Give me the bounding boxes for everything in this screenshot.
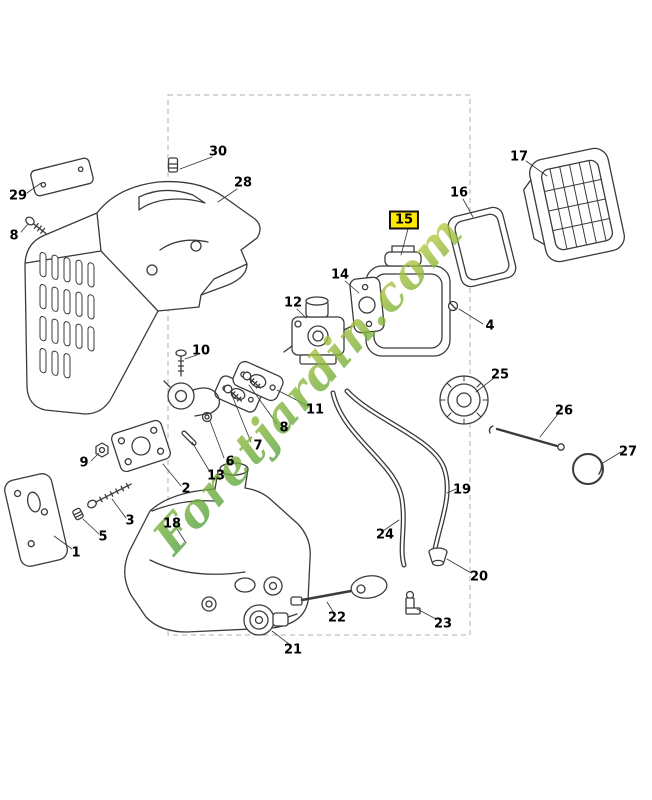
plug-5-drawing xyxy=(72,507,84,521)
ring-27-drawing xyxy=(572,453,604,485)
carburetor-drawing xyxy=(283,296,353,365)
part-label-6[interactable]: 6 xyxy=(225,454,235,470)
part-label-22[interactable]: 22 xyxy=(327,610,347,626)
fuel-cap-25-drawing xyxy=(439,375,489,425)
part-label-4[interactable]: 4 xyxy=(485,318,495,334)
grommet-20-drawing xyxy=(428,547,448,567)
fuel-hoses-drawing xyxy=(330,388,450,568)
stud-13-drawing xyxy=(181,430,197,446)
part-label-20[interactable]: 20 xyxy=(469,569,489,585)
part-label-24[interactable]: 24 xyxy=(375,527,395,543)
part-label-29[interactable]: 29 xyxy=(8,188,28,204)
part-label-21[interactable]: 21 xyxy=(283,642,303,658)
part-label-8b[interactable]: 8 xyxy=(279,420,289,436)
part-label-27[interactable]: 27 xyxy=(618,444,638,460)
part-label-30[interactable]: 30 xyxy=(208,144,228,160)
part-label-8a[interactable]: 8 xyxy=(9,228,19,244)
part-label-19[interactable]: 19 xyxy=(452,482,472,498)
part-label-23[interactable]: 23 xyxy=(433,616,453,632)
screw-7-drawing xyxy=(223,384,243,402)
part-label-7[interactable]: 7 xyxy=(253,438,263,454)
leader-lines xyxy=(20,156,622,645)
clamp-drawing xyxy=(163,380,221,417)
part-label-12[interactable]: 12 xyxy=(283,295,303,311)
part-label-5[interactable]: 5 xyxy=(98,529,108,545)
part-label-26[interactable]: 26 xyxy=(554,403,574,419)
bracket-14-drawing xyxy=(349,276,385,334)
part-label-28[interactable]: 28 xyxy=(233,175,253,191)
part-label-9[interactable]: 9 xyxy=(79,455,89,471)
nut-9-drawing xyxy=(95,442,109,458)
cover-plate-drawing xyxy=(30,157,94,197)
screw-10-drawing xyxy=(175,349,187,377)
part-label-13[interactable]: 13 xyxy=(206,468,226,484)
part-label-2[interactable]: 2 xyxy=(181,481,191,497)
part-label-3[interactable]: 3 xyxy=(125,513,135,529)
dashed-boundary xyxy=(167,94,471,636)
wire-22-drawing xyxy=(290,575,388,606)
filter-element-16-drawing xyxy=(447,206,517,288)
bracket-2-drawing xyxy=(111,419,171,473)
screw-8a-drawing xyxy=(25,216,47,234)
part-label-1[interactable]: 1 xyxy=(71,545,81,561)
part-label-16[interactable]: 16 xyxy=(449,185,469,201)
elbow-23-drawing xyxy=(405,590,421,615)
part-label-15-highlighted[interactable]: 15 xyxy=(388,210,420,230)
part-label-10[interactable]: 10 xyxy=(191,343,211,359)
part-label-17[interactable]: 17 xyxy=(509,149,529,165)
vent-slats xyxy=(39,252,95,379)
screw-8b-drawing xyxy=(242,371,262,389)
screw-4-drawing xyxy=(447,300,459,312)
engine-cover-drawing xyxy=(24,180,261,415)
filter-cover-17-drawing xyxy=(523,147,625,263)
screw-3-drawing xyxy=(87,482,132,509)
retainer-26-drawing xyxy=(488,425,565,451)
plug-30-drawing xyxy=(167,157,179,173)
part-label-18[interactable]: 18 xyxy=(162,516,182,532)
gasket-1-drawing xyxy=(4,473,68,567)
filter-housing-15-drawing xyxy=(365,245,451,357)
part-label-11[interactable]: 11 xyxy=(305,402,325,418)
fuel-tank-18-drawing xyxy=(124,462,311,633)
pickup-21-drawing xyxy=(243,604,298,636)
part-label-14[interactable]: 14 xyxy=(330,267,350,283)
part-label-25[interactable]: 25 xyxy=(490,367,510,383)
